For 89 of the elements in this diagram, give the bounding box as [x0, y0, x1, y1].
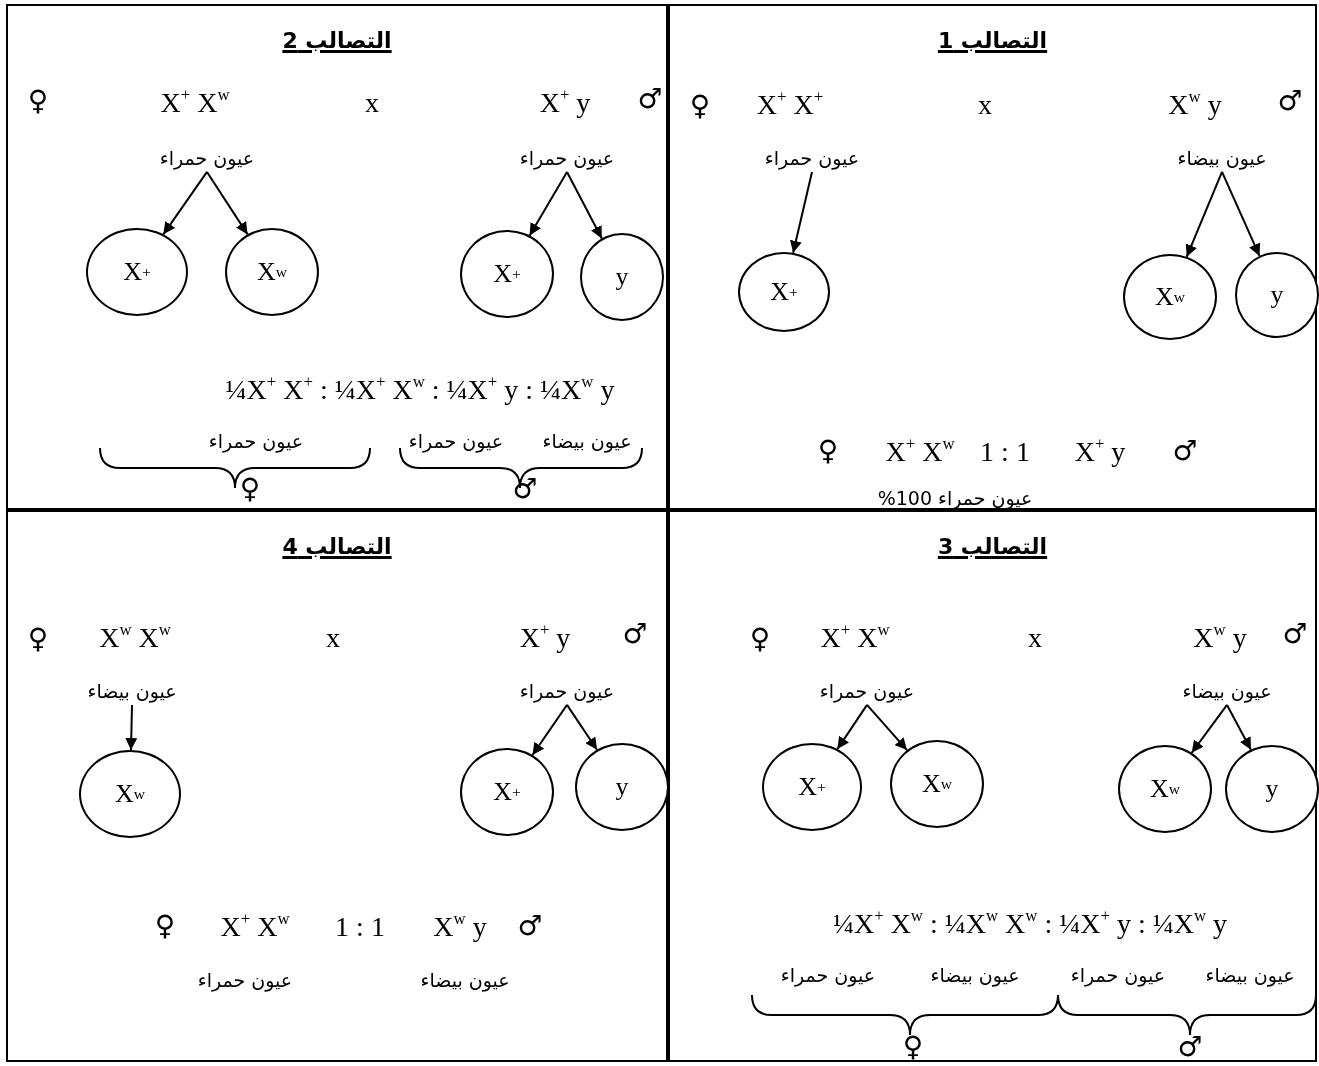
- phenotype-label: عيون بيضاء: [1205, 964, 1295, 986]
- phenotype-label: عيون حمراء: [208, 430, 304, 452]
- gamete-circle: X$^{w}$: [225, 228, 319, 316]
- genotype: X$^{+}$ y: [539, 87, 591, 119]
- arrow: [206, 170, 249, 236]
- genotype: X$^{w}$ y: [1168, 89, 1222, 121]
- gamete-circle: X$^{+}$: [762, 743, 862, 831]
- gamete-circle: y: [575, 743, 669, 831]
- genotype: X$^{+}$ X$^{w}$: [160, 87, 230, 119]
- table-cell: [6, 4, 668, 510]
- sex-symbol: ♀: [239, 471, 261, 505]
- arrow: [566, 170, 603, 240]
- genotype: X$^{+}$ y: [1074, 436, 1126, 468]
- table-cell: [668, 510, 1317, 1062]
- ratio-text: ¼X$^{+}$ X$^{+}$ : ¼X$^{+}$ X$^{w}$ : ¼X$^{+}$ y : ¼X$^{w}$ y: [225, 374, 615, 406]
- gamete-circle: X$^{+}$: [460, 230, 554, 318]
- sex-symbol: ♂: [1172, 433, 1198, 467]
- genotype: X$^{+}$ X$^{w}$: [820, 622, 890, 654]
- cross-sign: x: [978, 89, 992, 121]
- phenotype-label: عيون حمراء: [780, 964, 876, 986]
- sex-symbol: ♂: [517, 908, 543, 942]
- arrow: [1185, 170, 1223, 258]
- sex-symbol: ♀: [817, 433, 839, 467]
- gamete-circle: X$^{w}$: [890, 740, 984, 828]
- phenotype-label: عيون بيضاء: [542, 430, 632, 452]
- cross-sign: x: [365, 87, 379, 119]
- gamete-circle: X$^{+}$: [738, 252, 830, 332]
- sex-symbol: ♂: [1282, 616, 1308, 650]
- sex-symbol: ♂: [1277, 83, 1303, 117]
- gamete-circle: y: [1235, 252, 1319, 338]
- sex-symbol: ♀: [154, 908, 176, 942]
- arrow: [162, 170, 208, 236]
- phenotype-label: عيون بيضاء: [420, 969, 510, 991]
- gamete-circle: y: [1225, 745, 1319, 833]
- sex-symbol: ♀: [749, 621, 771, 655]
- sex-symbol: ♂: [637, 81, 663, 115]
- phenotype-label: عيون حمراء: [159, 148, 255, 170]
- cross-title: التصالب 3: [937, 534, 1048, 559]
- ratio-text: 1 : 1: [335, 911, 385, 943]
- cross-title: التصالب 1: [937, 28, 1048, 53]
- genotype: X$^{w}$ y: [1193, 622, 1247, 654]
- sex-symbol: ♂: [512, 471, 538, 505]
- phenotype-label: عيون حمراء: [819, 681, 915, 703]
- arrow: [836, 703, 868, 751]
- genotype: X$^{w}$ y: [433, 911, 487, 943]
- gamete-circle: X$^{w}$: [1118, 745, 1212, 833]
- ratio-text: ¼X$^{+}$ X$^{w}$ : ¼X$^{w}$ X$^{w}$ : ¼X$^{+}$ y : ¼X$^{w}$ y: [832, 908, 1228, 940]
- cross-sign: x: [1028, 622, 1042, 654]
- table-cell: [6, 510, 668, 1062]
- arrow: [566, 703, 598, 751]
- arrow: [790, 170, 813, 254]
- table-cell: [668, 4, 1317, 510]
- phenotype-label: عيون بيضاء: [1182, 681, 1272, 703]
- genotype: X$^{+}$ X$^{+}$: [756, 89, 824, 121]
- phenotype-label: عيون حمراء: [408, 430, 504, 452]
- cross-title: التصالب 4: [282, 534, 392, 559]
- sex-symbol: ♀: [689, 88, 711, 122]
- phenotype-label: عيون بيضاء: [930, 964, 1020, 986]
- genotype: X$^{+}$ y: [519, 622, 571, 654]
- genotype: X$^{+}$ X$^{w}$: [220, 911, 290, 943]
- gamete-circle: y: [580, 233, 664, 321]
- phenotype-label: عيون بيضاء: [87, 681, 177, 703]
- sex-symbol: ♂: [622, 616, 648, 650]
- genotype: X$^{+}$ X$^{w}$: [885, 436, 955, 468]
- phenotype-label: عيون حمراء: [197, 969, 293, 991]
- phenotype-label: عيون حمراء: [519, 681, 615, 703]
- phenotype-label: عيون بيضاء: [1177, 148, 1267, 170]
- sex-symbol: ♀: [27, 83, 49, 117]
- cross-sign: x: [326, 622, 340, 654]
- arrow: [528, 170, 568, 237]
- gamete-circle: X$^{w}$: [79, 750, 181, 838]
- sex-symbol: ♀: [902, 1029, 924, 1063]
- arrow: [1190, 703, 1228, 754]
- arrow: [1226, 703, 1252, 751]
- cross-title: التصالب 2: [282, 28, 392, 53]
- phenotype-label: عيون حمراء: [519, 148, 615, 170]
- gamete-circle: X$^{+}$: [86, 228, 188, 316]
- gamete-circle: X$^{w}$: [1123, 254, 1217, 340]
- genotype: X$^{w}$ X$^{w}$: [99, 622, 171, 654]
- sex-symbol: ♀: [27, 621, 49, 655]
- phenotype-label: عيون حمراء: [1070, 964, 1166, 986]
- phenotype-label: عيون حمراء: [764, 148, 860, 170]
- gamete-circle: X$^{+}$: [460, 748, 554, 836]
- ratio-text: 1 : 1: [980, 436, 1030, 468]
- arrow: [125, 703, 138, 751]
- arrow: [866, 703, 908, 752]
- arrow: [1221, 170, 1261, 257]
- sex-symbol: ♂: [1177, 1029, 1203, 1063]
- arrow: [531, 703, 568, 757]
